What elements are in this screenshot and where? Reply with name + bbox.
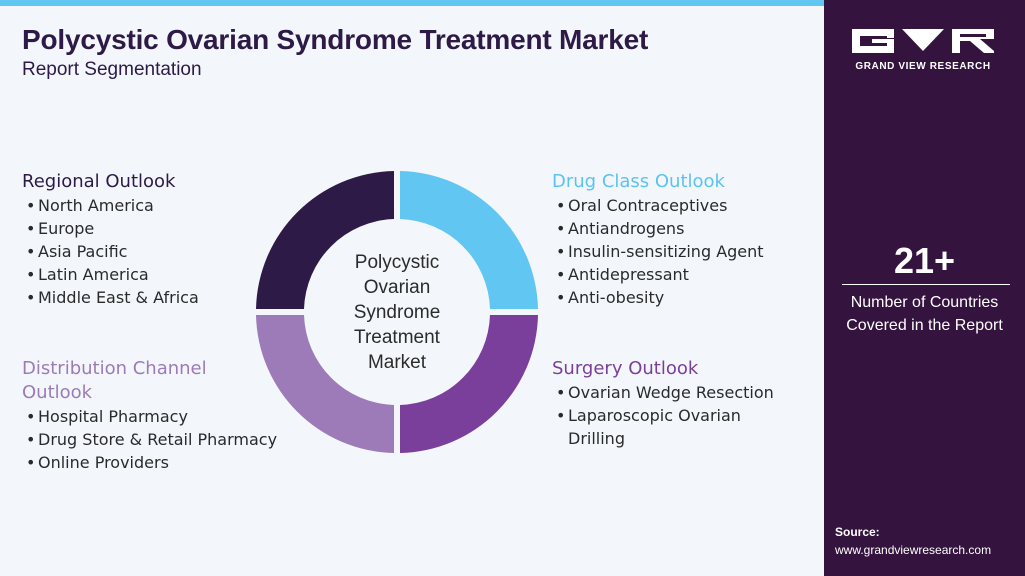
list-item: Antidepressant [552, 263, 764, 286]
list-item: Oral Contraceptives [552, 194, 764, 217]
page-subtitle: Report Segmentation [22, 59, 202, 80]
donut-segment-drug-class [400, 171, 538, 309]
stat-divider [842, 284, 1010, 285]
list-item: Latin America [22, 263, 199, 286]
logo-wordmark: GRAND VIEW RESEARCH [855, 61, 991, 72]
countries-count: 21+ [893, 240, 956, 281]
donut-segment-distribution [256, 315, 394, 453]
segmentation-donut [256, 171, 538, 453]
segment-heading: Drug Class Outlook [552, 171, 725, 192]
donut-segment-regional [256, 171, 394, 309]
segment-list: Oral Contraceptives Antiandrogens Insuli… [552, 194, 764, 309]
segment-list: Ovarian Wedge Resection Laparoscopic Ova… [552, 381, 774, 450]
brand-sidebar [824, 0, 1025, 576]
donut-center-label: Polycystic Ovarian Syndrome Treatment Ma… [353, 252, 441, 373]
list-item: Laparoscopic Ovarian Drilling [552, 404, 774, 450]
source-url: www.grandviewresearch.com [835, 543, 992, 557]
segment-distribution-channel-outlook: Distribution Channel Outlook Hospital Ph… [22, 357, 277, 474]
list-item: Online Providers [22, 451, 277, 474]
donut-segment-surgery [400, 315, 538, 453]
countries-caption: Number of Countries Covered in the Repor… [846, 294, 1003, 334]
accent-stripe [0, 0, 824, 6]
list-item: Insulin-sensitizing Agent [552, 240, 764, 263]
segment-heading: Surgery Outlook [552, 358, 699, 379]
page-title: Polycystic Ovarian Syndrome Treatment Ma… [22, 24, 649, 55]
list-item: Middle East & Africa [22, 286, 199, 309]
segment-list: North America Europe Asia Pacific Latin … [22, 194, 199, 309]
grand-view-research-logo [852, 29, 994, 53]
list-item: Hospital Pharmacy [22, 405, 277, 428]
segment-surgery-outlook: Surgery Outlook Ovarian Wedge Resection … [552, 357, 774, 450]
segment-heading: Regional Outlook [22, 171, 176, 192]
list-item: Ovarian Wedge Resection [552, 381, 774, 404]
list-item: North America [22, 194, 199, 217]
list-item: Antiandrogens [552, 217, 764, 240]
list-item: Anti-obesity [552, 286, 764, 309]
source-label: Source: [835, 525, 880, 539]
list-item: Asia Pacific [22, 240, 199, 263]
segment-regional-outlook: Regional Outlook North America Europe As… [22, 170, 199, 309]
segment-heading: Distribution Channel Outlook [22, 358, 207, 403]
list-item: Drug Store & Retail Pharmacy [22, 428, 277, 451]
segment-drug-class-outlook: Drug Class Outlook Oral Contraceptives A… [552, 170, 764, 309]
segment-list: Hospital Pharmacy Drug Store & Retail Ph… [22, 405, 277, 474]
list-item: Europe [22, 217, 199, 240]
